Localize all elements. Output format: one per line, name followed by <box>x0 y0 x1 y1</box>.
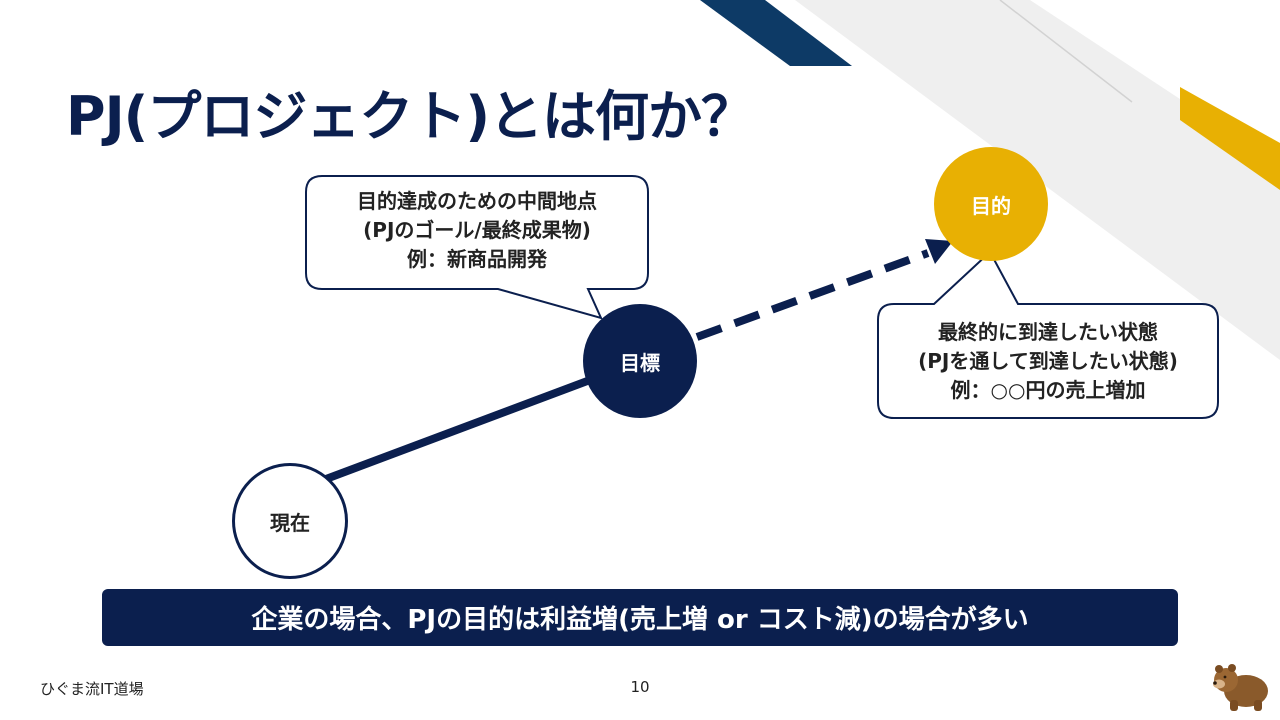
goal-callout-line: (PJのゴール/最終成果物) <box>363 218 591 242</box>
summary-banner: 企業の場合、PJの目的は利益増(売上増 or コスト減)の場合が多い <box>102 589 1178 646</box>
current-node: 現在 <box>232 463 348 579</box>
bear-mascot-icon <box>1213 664 1268 711</box>
page-number: 10 <box>630 678 650 696</box>
blue-stripe <box>700 0 852 66</box>
purpose-node-label: 目的 <box>971 193 1011 218</box>
purpose-callout-bubble <box>877 250 1219 419</box>
goal-callout-bubble <box>305 175 649 320</box>
purpose-callout-line: 最終的に到達したい状態 <box>938 320 1158 344</box>
page-title: PJ(プロジェクト)とは何か？ <box>66 85 755 148</box>
arrow-head-icon <box>925 239 953 264</box>
goal-callout-line: 例：新商品開発 <box>407 247 547 271</box>
gold-stripe <box>1180 87 1280 190</box>
purpose-node: 目的 <box>934 147 1048 261</box>
summary-banner-text: 企業の場合、PJの目的は利益増(売上増 or コスト減)の場合が多い <box>251 605 1029 635</box>
current-node-label: 現在 <box>270 510 310 535</box>
thin-gray-line <box>999 0 1133 103</box>
goal-node-label: 目標 <box>620 350 660 375</box>
purpose-callout-line: 例：○○円の売上増加 <box>950 378 1146 402</box>
goal-callout-line: 目的達成のための中間地点 <box>357 189 597 213</box>
footer-brand: ひぐま流IT道場 <box>40 680 144 698</box>
goal-node: 目標 <box>583 304 697 418</box>
purpose-callout-text: 最終的に到達したい状態 (PJを通して到達したい状態) 例：○○円の売上増加 <box>878 318 1218 405</box>
solid-path-line <box>324 376 592 483</box>
purpose-callout-line: (PJを通して到達したい状態) <box>918 349 1178 373</box>
goal-callout-text: 目的達成のための中間地点 (PJのゴール/最終成果物) 例：新商品開発 <box>306 187 648 274</box>
dashed-path-line <box>695 249 930 341</box>
